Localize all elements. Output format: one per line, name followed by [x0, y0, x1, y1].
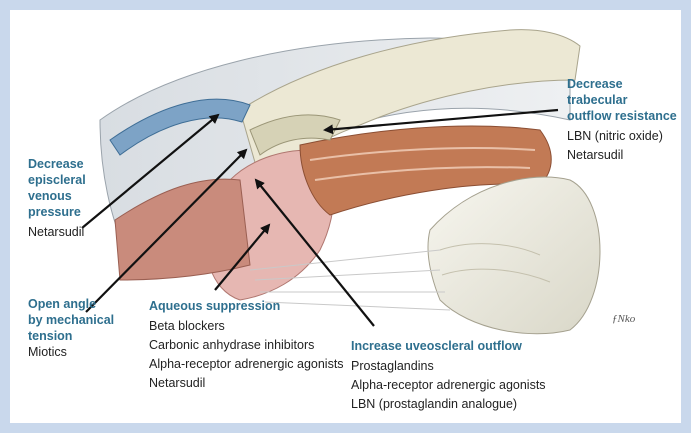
label-aqueous: Aqueous suppression Beta blockers Carbon… — [149, 298, 344, 391]
aqueous-heading: Aqueous suppression — [149, 298, 344, 314]
trabecular-item: LBN (nitric oxide) — [567, 128, 681, 144]
aqueous-item: Alpha-receptor adrenergic agonists — [149, 356, 344, 372]
trabecular-heading-1: Decrease trabecular — [567, 76, 681, 108]
artist-signature: ƒNko — [612, 313, 636, 325]
uveoscleral-item: LBN (prostaglandin analogue) — [351, 396, 546, 412]
eye-anatomy-illustration: ƒNko — [10, 10, 681, 423]
open-angle-heading-3: tension — [28, 328, 114, 344]
trabecular-heading-2: outflow resistance — [567, 108, 681, 124]
lens-shape — [428, 177, 600, 334]
label-open-angle: Open angle by mechanical tension Miotics — [28, 296, 114, 360]
aqueous-item: Carbonic anhydrase inhibitors — [149, 337, 344, 353]
label-episcleral: Decrease episcleral venous pressure Neta… — [28, 156, 86, 240]
open-angle-heading-1: Open angle — [28, 296, 114, 312]
episcleral-heading-4: pressure — [28, 204, 86, 220]
trabecular-item: Netarsudil — [567, 147, 681, 163]
aqueous-item: Beta blockers — [149, 318, 344, 334]
label-trabecular: Decrease trabecular outflow resistance L… — [567, 76, 681, 163]
uveoscleral-item: Prostaglandins — [351, 358, 546, 374]
aqueous-item: Netarsudil — [149, 375, 344, 391]
episcleral-item: Netarsudil — [28, 224, 86, 240]
open-angle-item: Miotics — [28, 344, 114, 360]
uveoscleral-heading: Increase uveoscleral outflow — [351, 338, 546, 354]
episcleral-heading-1: Decrease — [28, 156, 86, 172]
label-uveoscleral: Increase uveoscleral outflow Prostagland… — [351, 338, 546, 412]
open-angle-heading-2: by mechanical — [28, 312, 114, 328]
episcleral-heading-2: episcleral — [28, 172, 86, 188]
episcleral-heading-3: venous — [28, 188, 86, 204]
figure-panel: ƒNko Decrease trabecular outflow resista… — [10, 10, 681, 423]
uveoscleral-item: Alpha-receptor adrenergic agonists — [351, 377, 546, 393]
